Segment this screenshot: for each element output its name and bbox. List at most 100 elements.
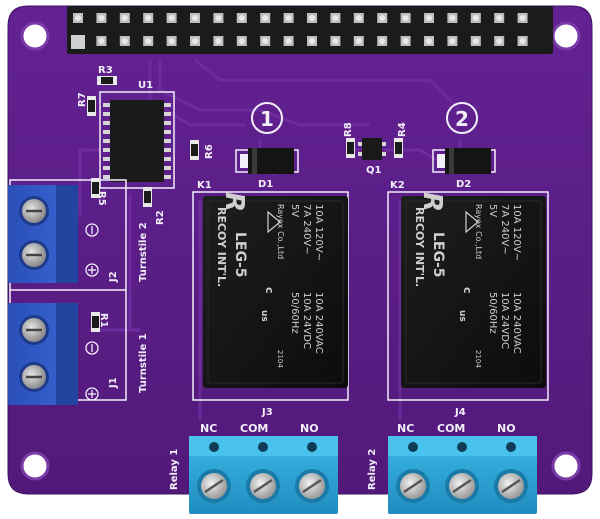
relay-k2-rating-3: 5V (487, 204, 498, 217)
relay-k2-cert: c (461, 287, 474, 294)
header-pin-tip (379, 15, 386, 21)
connector-label-j4: J4 (454, 407, 466, 418)
header-pin-tip (402, 15, 409, 21)
j3-pin-nc: NC (200, 422, 217, 435)
turnstile-1-label: Turnstile 1 (138, 333, 149, 393)
channel-number-1: 1 (260, 107, 274, 131)
header-pin-tip (285, 38, 292, 44)
header-pin-tip (168, 38, 175, 44)
resistor-label-r3: R3 (98, 65, 113, 76)
relay-k1-brand: RECOY INT'L. (215, 207, 228, 287)
relay-k1-model: LEG-5 (232, 232, 248, 278)
header-pin-tip (332, 15, 339, 21)
header-pin-tip (472, 15, 479, 21)
relay-k2-logo: R (417, 192, 447, 212)
ic-label: U1 (138, 80, 153, 91)
resistor-label-r1: R1 (98, 313, 109, 328)
diode-d1 (235, 148, 299, 174)
relay-k2-dc: 10A 24VDC (499, 292, 510, 349)
header-pin-tip (168, 15, 175, 21)
terminal-block-j3 (189, 436, 338, 514)
header-pin-tip (285, 15, 292, 21)
turnstile-2-label: Turnstile 2 (138, 222, 149, 282)
gpio-header (67, 6, 553, 54)
header-pin-tip (496, 15, 503, 21)
relay-k1-rating-3: 5V (289, 204, 300, 217)
relay-1-label: Relay 1 (169, 449, 180, 490)
header-pin-tip (262, 38, 269, 44)
header-pin-tip (98, 15, 105, 21)
ic-leg (103, 130, 110, 134)
header-pin-tip (449, 15, 456, 21)
resistor-label-r5: R5 (96, 191, 107, 206)
relay-ref-k1: K1 (197, 180, 212, 191)
header-pin-tip (519, 15, 526, 21)
header-pin-tip (472, 38, 479, 44)
header-pin-tip (145, 15, 152, 21)
ic-leg (103, 148, 110, 152)
header-pin-tip (215, 15, 222, 21)
diode-label-d2: D2 (456, 179, 471, 190)
relay-k2 (401, 196, 546, 388)
relay-k2-freq: 50/60Hz (487, 292, 498, 334)
header-pin-tip (309, 15, 315, 21)
header-pin-tip (192, 38, 198, 44)
polarity-marks (85, 223, 99, 401)
relay-k2-model: LEG-5 (430, 232, 446, 278)
output-pin-labels-j4: NC COM NO (397, 422, 516, 435)
relay-k1-company: Rayex Co.,Ltd (276, 204, 285, 259)
ic-leg (164, 157, 171, 161)
header-pin-tip (192, 15, 198, 21)
channel-number-2: 2 (455, 107, 469, 131)
resistor-label-r6: R6 (204, 144, 215, 159)
relay-k1-dc: 10A 24VDC (301, 292, 312, 349)
ic-leg (103, 139, 110, 143)
channel-1-circle (251, 102, 283, 134)
header-pin-tip (519, 38, 526, 44)
header-pin-tip (426, 38, 432, 44)
relay-k1-warning-icon (267, 210, 281, 234)
header-pin-tip (98, 38, 105, 44)
ic-leg (103, 112, 110, 116)
relay-k2-rating-1: 10A 120V~ (511, 204, 522, 261)
ic-leg (103, 103, 110, 107)
ic-leg (103, 157, 110, 161)
resistor-label-r7: R7 (77, 92, 88, 107)
relay-k2-company: Rayex Co.,Ltd (474, 204, 483, 259)
relay-k1-ac: 10A 240VAC (313, 292, 324, 354)
smd-resistors (87, 76, 403, 332)
header-pin-tip (121, 38, 128, 44)
ic-leg (164, 139, 171, 143)
header-pin-tip (262, 15, 269, 21)
relay-k1-rating-2: 7A 240V~ (301, 204, 312, 255)
ic-leg (103, 175, 110, 179)
header-pin-tip (402, 38, 409, 44)
relay-k2-date: 2104 (474, 350, 482, 368)
relay-k2-outline (387, 191, 549, 401)
relay-k2-print: RECOY INT'L. LEG-5 10A 120V~ 7A 240V~ 5V… (413, 192, 522, 368)
relay-k2-rating-2: 7A 240V~ (499, 204, 510, 255)
channel-2-circle (446, 102, 478, 134)
header-pin-tip (145, 38, 152, 44)
header-pin-tip (121, 15, 128, 21)
resistor-label-r4: R4 (397, 122, 408, 137)
transistor-label: Q1 (366, 165, 382, 176)
ic-leg (164, 121, 171, 125)
relay-k2-warning-icon (465, 210, 479, 234)
header-pin-tip (355, 38, 362, 44)
mounting-holes (20, 21, 581, 481)
relay-ref-k2: K2 (390, 180, 405, 191)
relay-k1-rating-1: 10A 120V~ (313, 204, 324, 261)
resistor-label-r2: R2 (155, 210, 166, 225)
transistor-q1 (358, 138, 386, 160)
header-pin-tip (379, 38, 386, 44)
ic-chip (103, 100, 171, 182)
terminal-block-j1 (8, 303, 78, 405)
j3-pin-no: NO (300, 422, 319, 435)
ic-leg (164, 166, 171, 170)
j4-pin-com: COM (437, 422, 465, 435)
connector-label-j2: J2 (108, 271, 119, 283)
relay-k2-cert-us: us (457, 310, 467, 322)
header-pin-tip (332, 38, 339, 44)
